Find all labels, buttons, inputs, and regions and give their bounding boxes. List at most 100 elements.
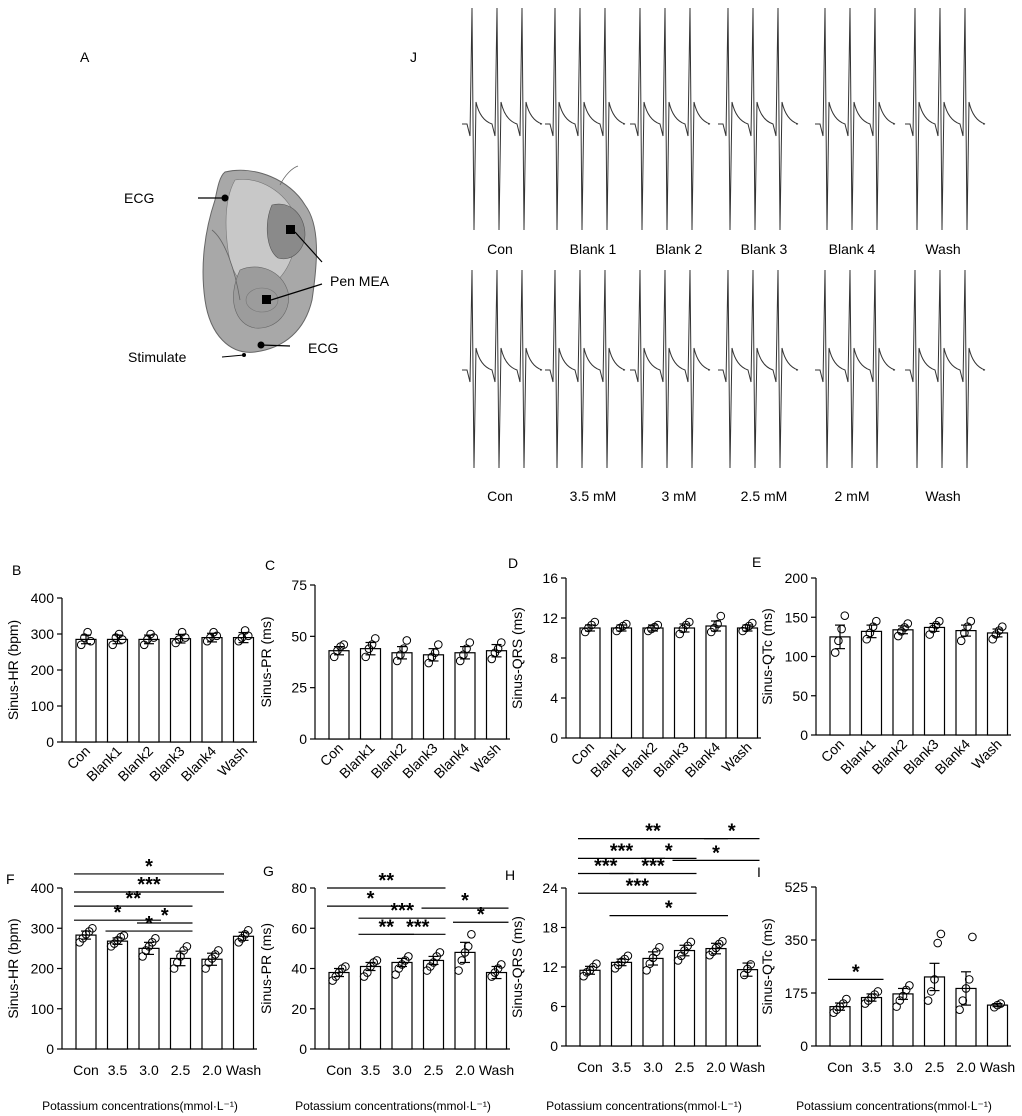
ecg-trace-row2-2: [545, 269, 626, 469]
y-axis-label: Sinus-QTc (ms): [759, 918, 775, 1014]
stimulate-label: Stimulate: [128, 349, 187, 365]
data-point: [872, 616, 881, 626]
data-point: [835, 1002, 845, 1011]
x-tick-label: 2.5: [424, 1062, 444, 1078]
data-point: [106, 942, 116, 951]
significance-bracket: **: [327, 870, 446, 892]
y-tick-label: 400: [31, 880, 55, 896]
y-tick-label: 0: [800, 1038, 808, 1054]
data-point: [497, 638, 506, 647]
bar: [75, 934, 97, 1050]
bar: [422, 959, 445, 1050]
bar: [829, 1006, 851, 1047]
panel-letter: H: [505, 867, 515, 883]
x-tick-label: Wash: [718, 739, 754, 775]
ecg-trace-label: 2 mM: [835, 488, 870, 504]
significance-label: ***: [406, 916, 430, 938]
bar: [359, 648, 382, 740]
ecg-trace-row2-3: [630, 269, 711, 469]
panel-letter-j: J: [410, 49, 417, 65]
bar: [485, 971, 508, 1050]
data-point: [744, 621, 754, 631]
error-bar: [397, 645, 407, 660]
data-point: [435, 948, 445, 957]
data-point: [149, 633, 159, 642]
ecg-trace-label: Blank 1: [570, 241, 617, 257]
significance-bracket: ***: [390, 916, 446, 938]
data-point: [151, 934, 160, 943]
y-tick-label: 75: [291, 577, 307, 593]
ecg-trace-label: Blank 2: [656, 241, 703, 257]
ecg-trace-row2-4: [718, 269, 799, 469]
data-point: [465, 638, 475, 647]
bar: [610, 627, 633, 739]
panel-letter: E: [752, 554, 761, 570]
data-point: [404, 952, 413, 961]
significance-label: *: [145, 913, 153, 935]
x-tick-label: Blank4: [682, 739, 724, 781]
bar: [860, 630, 883, 736]
x-tick-label: Con: [827, 1059, 853, 1075]
y-tick-label: 50: [291, 628, 307, 644]
significance-label: *: [161, 905, 169, 927]
significance-label: *: [665, 840, 673, 862]
error-bar: [81, 634, 91, 645]
data-point: [905, 981, 914, 990]
data-point: [895, 996, 905, 1005]
ecg-trace-row1-3: [630, 7, 711, 231]
error-bar: [992, 628, 1003, 638]
x-tick-label: Wash: [214, 743, 250, 779]
bar: [986, 1004, 1009, 1047]
data-point: [244, 925, 253, 935]
panel-letter: I: [757, 864, 761, 880]
data-point: [587, 620, 596, 630]
bar: [106, 940, 129, 1050]
bar: [232, 935, 255, 1050]
error-bar: [238, 931, 249, 941]
y-tick-label: 100: [785, 649, 809, 665]
bar: [201, 636, 223, 743]
error-bar: [648, 624, 658, 632]
x-tick-label: 2.0: [956, 1059, 976, 1075]
data-point: [834, 636, 843, 646]
x-tick-label: 3.5: [361, 1062, 381, 1078]
data-point: [76, 640, 86, 650]
significance-bracket: *: [74, 856, 224, 878]
y-tick-label: 8: [550, 650, 558, 666]
data-point: [746, 960, 756, 969]
y-axis-label: Sinus-HR (bpm): [5, 620, 21, 720]
y-tick-label: 24: [542, 880, 558, 896]
significance-label: *: [477, 904, 485, 926]
data-point: [864, 996, 873, 1005]
x-tick-label: 3.0: [392, 1062, 412, 1078]
data-point: [584, 623, 593, 633]
bar: [829, 636, 851, 736]
data-point: [743, 964, 752, 974]
x-tick-label: 3.0: [139, 1062, 159, 1078]
y-tick-label: 0: [299, 731, 307, 747]
significance-label: *: [665, 898, 673, 920]
y-tick-label: 200: [785, 570, 809, 586]
data-point: [923, 996, 933, 1005]
data-point: [182, 942, 192, 951]
y-tick-label: 80: [291, 880, 307, 896]
data-point: [454, 966, 463, 975]
panel-letter: C: [265, 557, 275, 573]
significance-label: **: [378, 916, 394, 938]
bar: [579, 627, 601, 739]
data-point: [840, 611, 850, 620]
data-point: [174, 635, 184, 644]
data-point: [341, 962, 350, 971]
bar: [642, 627, 664, 739]
data-point: [903, 619, 913, 628]
y-tick-label: 100: [31, 698, 55, 714]
data-point: [718, 937, 727, 946]
x-tick-label: 3.0: [893, 1059, 913, 1075]
bar: [169, 638, 192, 743]
data-point: [966, 616, 976, 626]
data-point: [467, 929, 476, 939]
